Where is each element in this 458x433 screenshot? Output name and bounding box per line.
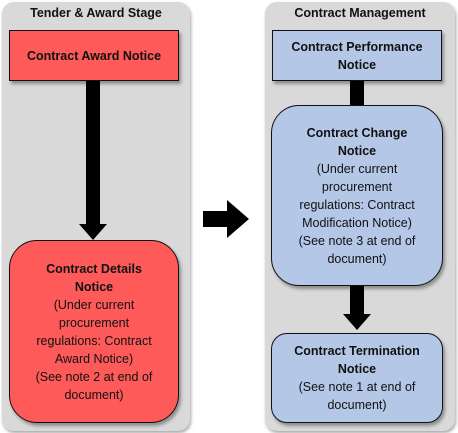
box-note-line: document) <box>327 398 387 412</box>
contract-performance-notice-box: Contract Performance Notice <box>272 30 442 81</box>
contract-termination-notice-box: Contract Termination Notice (See note 1 … <box>271 333 443 423</box>
box-note-line: Modification Notice) <box>302 215 412 230</box>
flow-arrow-shaft <box>86 80 100 226</box>
box-title-line: Notice <box>337 362 377 376</box>
box-title: Contract Award Notice <box>26 48 162 63</box>
box-title-line: Notice <box>337 143 377 158</box>
flow-arrow-shaft <box>350 286 364 316</box>
flow-arrow-head <box>343 314 371 330</box>
box-title-line: Contract Details <box>46 261 142 276</box>
box-title-line: Contract Change <box>306 125 408 140</box>
flow-connector-bar <box>350 80 364 106</box>
box-title-line: Contract Performance <box>291 39 423 54</box>
right-arrow-icon <box>203 200 249 238</box>
contract-change-notice-box: Contract Change Notice (Under current pr… <box>271 105 443 286</box>
box-note-line: Award Notice) <box>54 351 134 366</box>
box-note-line: regulations: Contract <box>36 333 152 348</box>
box-note-line: regulations: Contract <box>299 197 415 212</box>
contract-award-notice-box: Contract Award Notice <box>9 30 179 81</box>
box-note-line: (Under current <box>53 297 135 312</box>
box-note-line: (Under current <box>316 161 398 176</box>
panel-title: Tender & Award Stage <box>30 6 162 20</box>
panel-title: Contract Management <box>294 6 426 20</box>
box-title-line: Contract Termination <box>294 344 420 358</box>
box-note-line: (See note 1 at end of <box>298 380 416 394</box>
box-note-line: (See note 2 at end of <box>35 369 153 384</box>
box-title-line: Notice <box>337 57 377 72</box>
box-note-line: document) <box>64 387 124 402</box>
flow-arrow-head <box>79 224 107 240</box>
box-note-line: procurement <box>321 179 393 194</box>
box-note-line: procurement <box>58 315 130 330</box>
box-note-line: document) <box>327 251 387 266</box>
box-note-line: (See note 3 at end of <box>298 233 416 248</box>
contract-details-notice-box: Contract Details Notice (Under current p… <box>9 240 179 423</box>
box-title-line: Notice <box>74 279 114 294</box>
